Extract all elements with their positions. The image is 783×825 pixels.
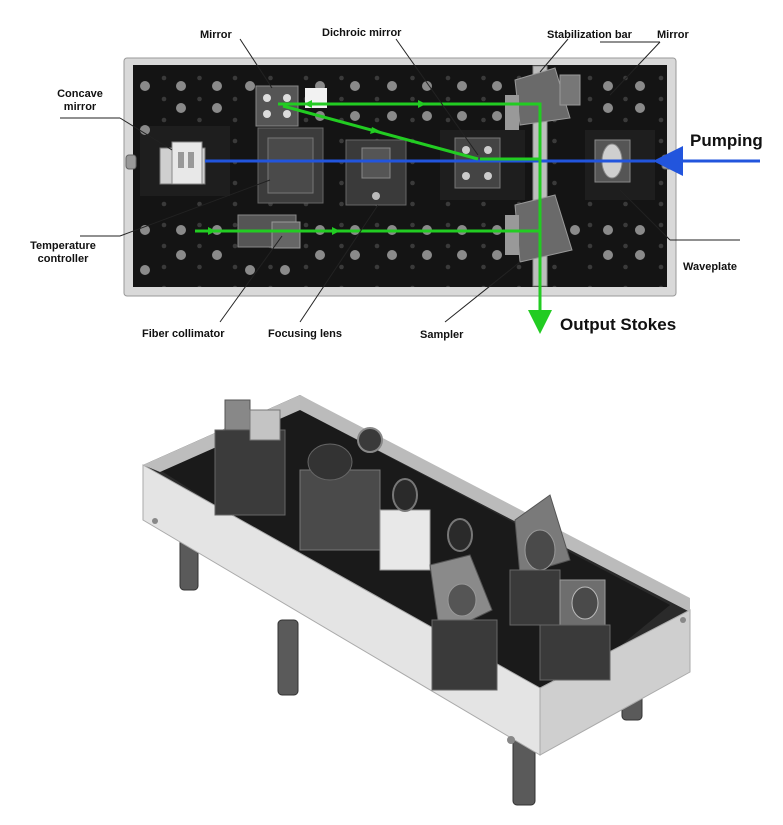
- label-temperature-controller-line2: controller: [37, 253, 89, 265]
- leader-lines: [60, 38, 740, 323]
- label-mirror-right: Mirror: [657, 29, 689, 41]
- label-stabilization-bar: Stabilization bar: [547, 29, 632, 41]
- mounting-holes: [140, 81, 645, 275]
- label-waveplate: Waveplate: [683, 261, 738, 273]
- beam-direction-arrows: [208, 100, 426, 235]
- perspective-render: [142, 395, 691, 806]
- temperature-controller-stage: [255, 85, 327, 204]
- dichroic-mirror-mount: [454, 137, 501, 189]
- label-concave-mirror: Concave mirror: [50, 88, 110, 114]
- label-focusing-lens: Focusing lens: [268, 328, 342, 340]
- concave-mirror-mount: [159, 141, 206, 185]
- label-pumping: Pumping: [690, 131, 763, 150]
- label-sampler: Sampler: [420, 329, 464, 341]
- top-mirror-right-mount: [559, 74, 581, 106]
- label-dichroic-mirror: Dichroic mirror: [322, 27, 402, 39]
- label-concave-mirror-line2: mirror: [63, 101, 97, 113]
- label-fiber-collimator: Fiber collimator: [142, 328, 225, 340]
- stokes-beam: [195, 102, 552, 334]
- label-output-stokes: Output Stokes: [560, 315, 677, 334]
- label-temperature-controller-line1: Temperature: [30, 240, 96, 252]
- side-knob-left: [125, 154, 137, 170]
- label-concave-mirror-line1: Concave: [57, 88, 103, 100]
- focusing-lens-mount: [345, 139, 407, 206]
- label-mirror-left: Mirror: [200, 29, 232, 41]
- label-temperature-controller: Temperature controller: [20, 240, 106, 266]
